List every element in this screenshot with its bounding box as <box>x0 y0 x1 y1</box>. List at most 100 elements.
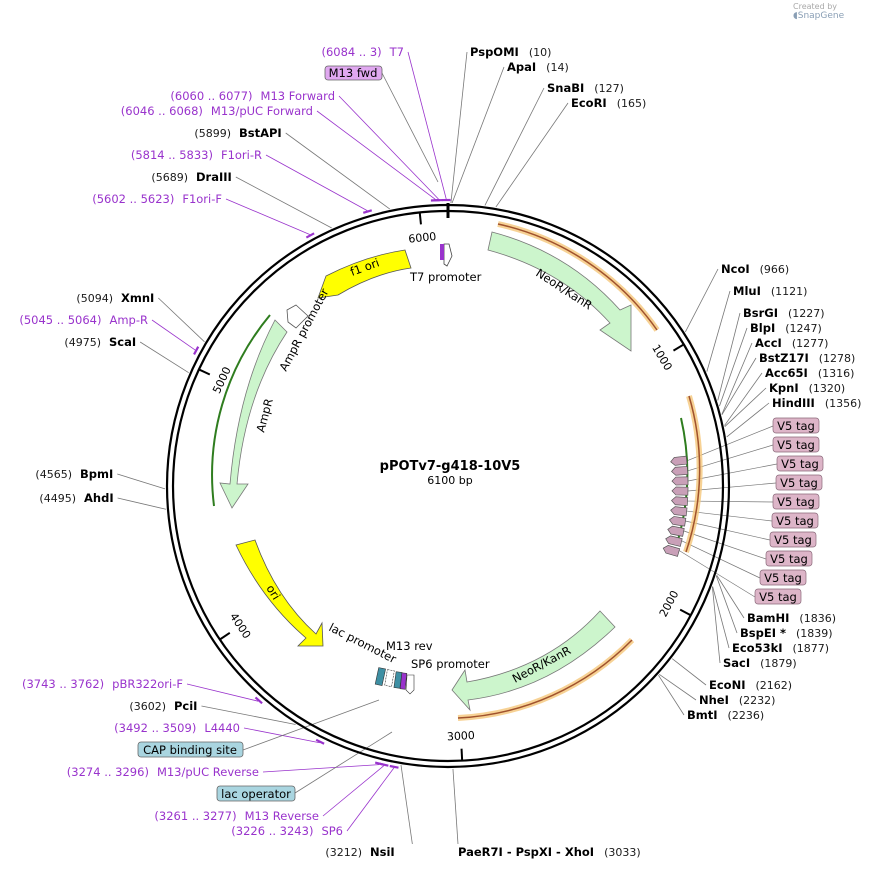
site-name: DraIII <box>196 170 232 184</box>
site-position: (1278) <box>819 352 856 365</box>
feature-lac-promoter <box>384 669 395 687</box>
primer-mark <box>379 762 389 767</box>
v5-tag-arrows <box>662 455 689 557</box>
v5-tag-arrow <box>671 486 689 496</box>
orf-arc-neo1-core <box>497 223 658 331</box>
snapgene-logo-icon: ◖ <box>793 11 798 21</box>
tick-mark <box>418 212 422 225</box>
tick-mark <box>672 343 685 352</box>
site-leader <box>726 402 770 438</box>
site-leader <box>711 586 721 664</box>
site-position: (4565) <box>35 468 72 481</box>
site-name: BstZ17I <box>759 351 809 365</box>
site-name: PspOMI <box>470 45 519 59</box>
site-position: (3602) <box>129 700 166 713</box>
site-position: (1879) <box>760 657 797 670</box>
site-position: (1121) <box>771 285 808 298</box>
site-name: MluI <box>733 284 761 298</box>
v5-tag-label: V5 tag <box>776 514 814 528</box>
tick-label: 4000 <box>227 611 253 641</box>
site-position: (1356) <box>825 397 862 410</box>
primer-name: F1ori-F <box>182 192 222 206</box>
v5-tag-arrow <box>671 496 689 506</box>
site-leader <box>724 387 767 427</box>
primer-range: (6046 .. 6068) <box>121 104 203 118</box>
v5-tag-arrow <box>665 535 683 547</box>
site-leader <box>117 473 166 490</box>
feature-m13-rev <box>399 672 408 690</box>
site-name: ScaI <box>109 335 136 349</box>
tick-label: 2000 <box>657 588 682 619</box>
site-leader-lines <box>117 51 778 845</box>
site-name: EcoNI <box>709 678 745 692</box>
site-leader <box>706 290 731 372</box>
site-name: PaeR7I - PspXI - XhoI <box>458 845 594 859</box>
primer-range: (3261 .. 3277) <box>154 809 236 823</box>
site-leader <box>400 765 413 845</box>
credit-brand: SnapGene <box>797 11 845 21</box>
site-position: (1277) <box>792 337 829 350</box>
v5-tag-box <box>776 455 824 472</box>
site-name: AhdI <box>84 491 114 505</box>
site-leader <box>451 66 505 204</box>
site-name: BlpI <box>750 321 775 335</box>
primer-range: (3743 .. 3762) <box>22 677 104 691</box>
site-position: (1320) <box>809 382 846 395</box>
site-position: (1316) <box>818 367 855 380</box>
primer-leader <box>262 764 380 773</box>
primer-range: (5045 .. 5064) <box>19 313 101 327</box>
feature-ori-label: ori <box>263 582 283 602</box>
v5-tag-box <box>775 474 823 491</box>
site-leader <box>285 132 391 210</box>
site-position: (1836) <box>799 612 836 625</box>
orf-arcs <box>211 221 703 721</box>
orf-arc-ampr <box>211 314 271 507</box>
v5-tag-arrow <box>668 516 687 527</box>
site-leader <box>716 574 745 619</box>
cap-binding-site-label: CAP binding site <box>143 743 237 757</box>
primer-name: T7 <box>389 45 404 59</box>
tick-mark <box>679 608 692 617</box>
site-name: PciI <box>174 699 197 713</box>
site-position: (4495) <box>39 492 76 505</box>
tick-label: 1000 <box>649 342 675 373</box>
lac-operator-label: lac operator <box>221 787 291 801</box>
feature-t7-promoter <box>443 243 453 267</box>
plasmid-length: 6100 bp <box>427 474 472 487</box>
primer-leader <box>316 110 436 200</box>
v5-tag-label: V5 tag <box>781 457 819 471</box>
v5-tag-label: V5 tag <box>777 495 815 509</box>
site-position: (5899) <box>194 127 231 140</box>
v5-tag-arrow <box>671 466 689 476</box>
v5-tag-box <box>759 569 807 586</box>
v5-tag-label: V5 tag <box>764 571 802 585</box>
v5-leader <box>687 500 774 503</box>
site-leader <box>495 102 569 208</box>
v5-leader <box>678 550 756 598</box>
primer-leader <box>265 154 368 211</box>
primer-range: (5814 .. 5833) <box>131 148 213 162</box>
feature-sp6-promoter <box>405 674 415 695</box>
v5-leader <box>686 510 773 522</box>
site-name: BamHI <box>747 611 789 625</box>
primer-name: M13 Forward <box>261 89 335 103</box>
site-leader <box>235 176 332 229</box>
primer-range: (3492 .. 3509) <box>114 721 196 735</box>
site-leader <box>717 312 741 401</box>
feature-cap-site <box>374 667 386 686</box>
v5-tag-arrow <box>667 525 685 537</box>
feature-t7-promoter-label: T7 promoter <box>409 270 482 284</box>
site-leader <box>715 575 738 634</box>
site-position: (127) <box>594 82 624 95</box>
site-position: (2162) <box>755 679 792 692</box>
site-labels: PspOMI(10)ApaI(14)SnaBI(127)EcoRI(165)Nc… <box>35 45 861 859</box>
site-position: (2232) <box>739 694 776 707</box>
site-position: (4975) <box>64 336 101 349</box>
primer-mark <box>389 764 399 769</box>
site-name: KpnI <box>769 381 799 395</box>
m13-fwd-box <box>324 65 383 81</box>
tick-mark <box>460 748 464 761</box>
primer-name: M13/pUC Reverse <box>157 765 259 779</box>
site-leader <box>158 297 205 343</box>
